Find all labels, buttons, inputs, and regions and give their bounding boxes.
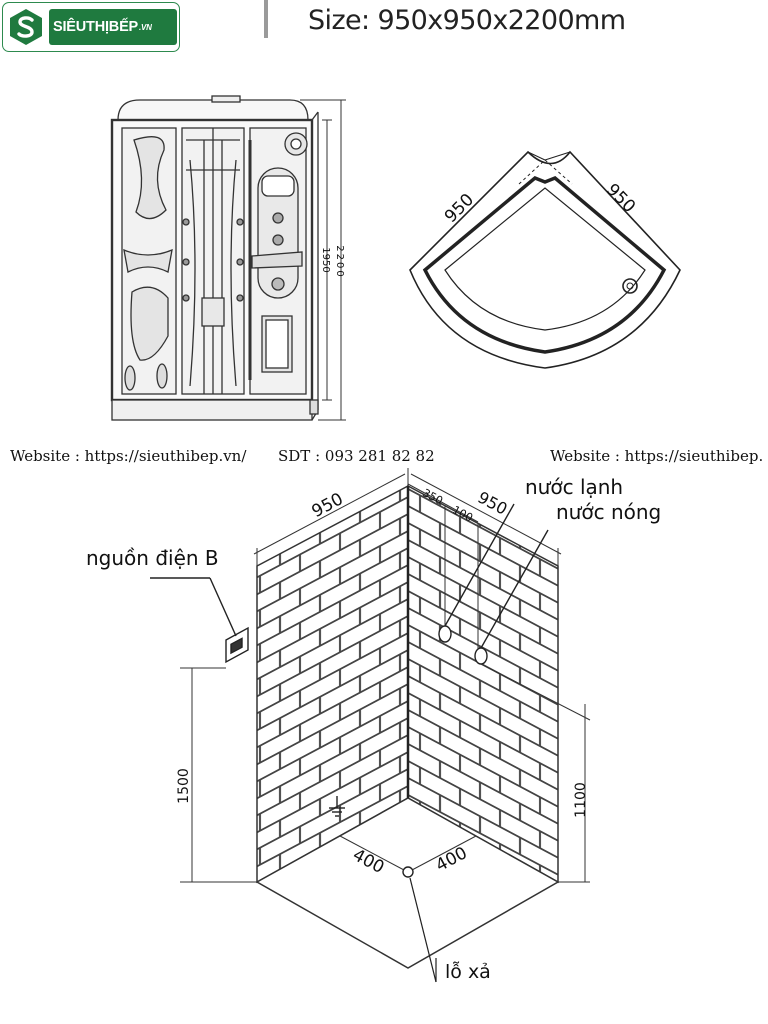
logo-name: SIÊUTHỊBẾP (53, 19, 139, 35)
top-side-left: 950 (441, 190, 478, 227)
drain-leader (409, 877, 437, 983)
label-power-source: nguồn điện B (86, 546, 219, 570)
iso-width-right: 950 (475, 488, 511, 519)
water-height-value: 1100 (573, 782, 589, 818)
iso-width-left: 950 (309, 489, 347, 522)
top-view (409, 150, 681, 369)
drain-hole-icon (402, 866, 414, 878)
label-cold-water: nước lạnh (525, 475, 623, 499)
logo-s-icon (10, 9, 42, 45)
power-height-dimension (180, 667, 257, 883)
power-socket (150, 577, 249, 664)
page-title: Size: 950x950x2200mm (308, 5, 626, 36)
cold-water-outlet-icon (438, 625, 452, 643)
label-drain: lỗ xả (445, 960, 491, 983)
floor-dimensions (339, 835, 477, 871)
front-dimensions (300, 99, 346, 421)
power-height-value: 1500 (176, 768, 192, 804)
front-view (110, 95, 319, 421)
phone-number: SDT : 093 281 82 82 (278, 447, 435, 465)
logo-suffix: .VN (139, 23, 152, 32)
brand-logo[interactable]: SIÊUTHỊBẾP.VN (2, 2, 180, 52)
isometric-room (255, 484, 560, 969)
top-side-right: 950 (602, 180, 639, 217)
label-hot-water: nước nóng (556, 500, 661, 524)
header-divider (264, 0, 268, 38)
website-right: Website : https://sieuthibep. (550, 447, 764, 465)
logo-wordmark: SIÊUTHỊBẾP.VN (49, 9, 177, 45)
water-height-dimension (480, 663, 591, 883)
website-left: Website : https://sieuthibep.vn/ (10, 447, 247, 465)
ground-icon (329, 796, 345, 817)
hot-water-outlet-icon (474, 647, 488, 665)
front-height-total: 2200 (334, 245, 345, 278)
front-height-inner: 1950 (320, 247, 331, 272)
iso-top-dimensions (253, 468, 562, 660)
